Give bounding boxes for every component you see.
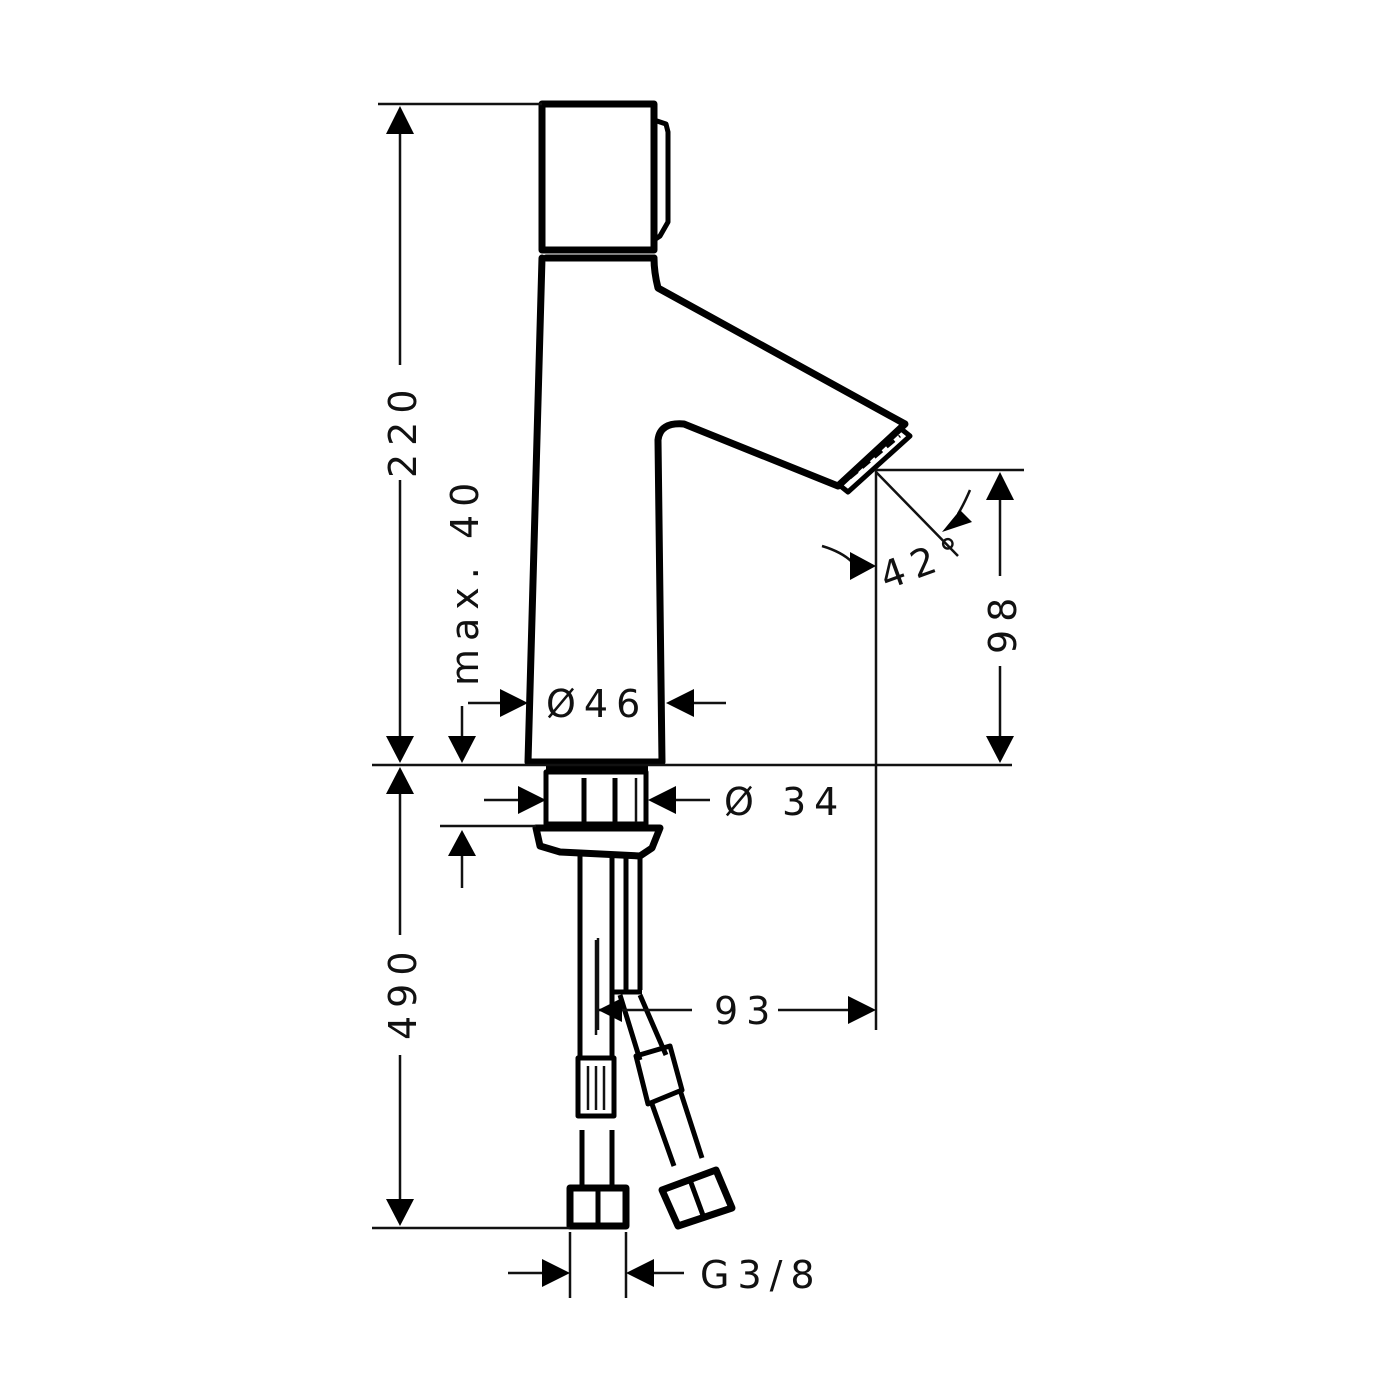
dim-spout-height: 98	[981, 590, 1025, 654]
handle-button	[652, 117, 671, 243]
handle-cap	[538, 100, 658, 254]
left-hose-nut	[566, 1184, 630, 1230]
aerator	[836, 426, 913, 495]
right-hose-nut	[658, 1166, 736, 1230]
dimension-lines	[372, 102, 1024, 1298]
dim-shank-diameter: Ø 34	[724, 780, 846, 824]
dim-body-diameter: Ø46	[546, 682, 648, 726]
mounting-shank	[532, 765, 664, 860]
fixing-nut	[532, 824, 664, 860]
dim-max-deck-thickness: max. 40	[443, 475, 487, 686]
dim-connection-thread: G3/8	[700, 1253, 823, 1297]
supply-hoses	[566, 855, 736, 1230]
faucet-body	[524, 100, 913, 766]
dim-hose-length: 490	[381, 943, 425, 1040]
dim-spray-angle: 42°	[874, 526, 975, 599]
faucet-body-outline	[524, 254, 909, 766]
dim-total-height: 220	[381, 381, 425, 478]
dim-spout-reach: 93	[714, 989, 778, 1033]
